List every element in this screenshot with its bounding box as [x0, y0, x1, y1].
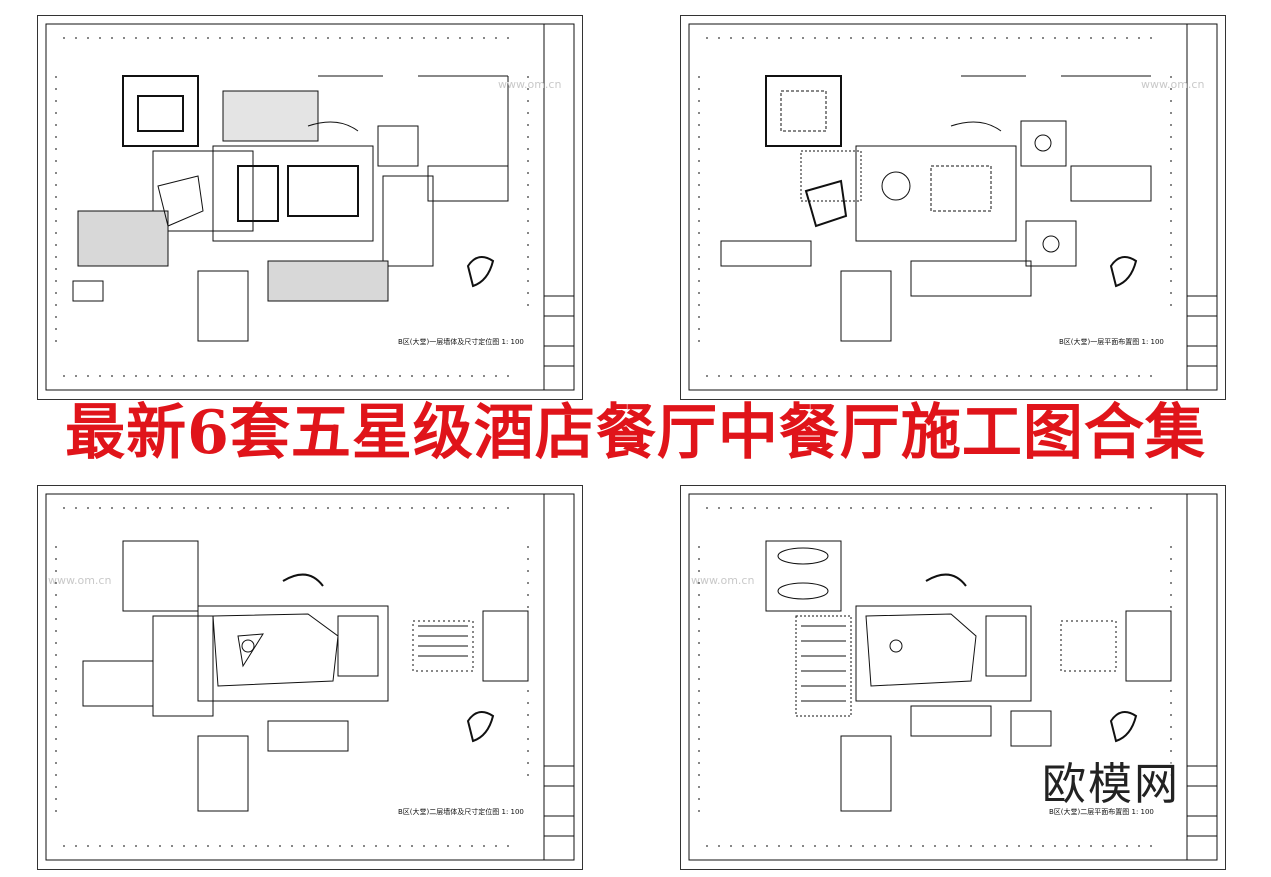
drawing-caption-2: B区(大堂)一层平面布置图 1: 100	[1059, 338, 1164, 346]
drawing-sheet-3: B区(大堂)二层墙体及尺寸定位图 1: 100 www.om.cn	[37, 485, 583, 870]
floor-plan-1	[45, 23, 575, 391]
headline-title: 最新6套五星级酒店餐厅中餐厅施工图合集	[65, 398, 1206, 468]
watermark-4: www.om.cn	[691, 574, 755, 587]
watermark-2: www.om.cn	[1141, 78, 1205, 91]
drawing-caption-4: B区(大堂)二层平面布置图 1: 100	[1049, 808, 1154, 816]
drawing-sheet-4: B区(大堂)二层平面布置图 1: 100 www.om.cn	[680, 485, 1226, 870]
drawing-caption-3: B区(大堂)二层墙体及尺寸定位图 1: 100	[398, 808, 524, 816]
watermark-1: www.om.cn	[498, 78, 562, 91]
drawing-caption-1: B区(大堂)一层墙体及尺寸定位图 1: 100	[398, 338, 524, 346]
floor-plan-3	[45, 493, 575, 861]
watermark-3: www.om.cn	[48, 574, 112, 587]
floor-plan-4	[688, 493, 1218, 861]
drawing-sheet-2: B区(大堂)一层平面布置图 1: 100 www.om.cn	[680, 15, 1226, 400]
brand-logo: 欧模网	[1042, 759, 1180, 810]
floor-plan-2	[688, 23, 1218, 391]
drawing-sheet-1: B区(大堂)一层墙体及尺寸定位图 1: 100 www.om.cn	[37, 15, 583, 400]
